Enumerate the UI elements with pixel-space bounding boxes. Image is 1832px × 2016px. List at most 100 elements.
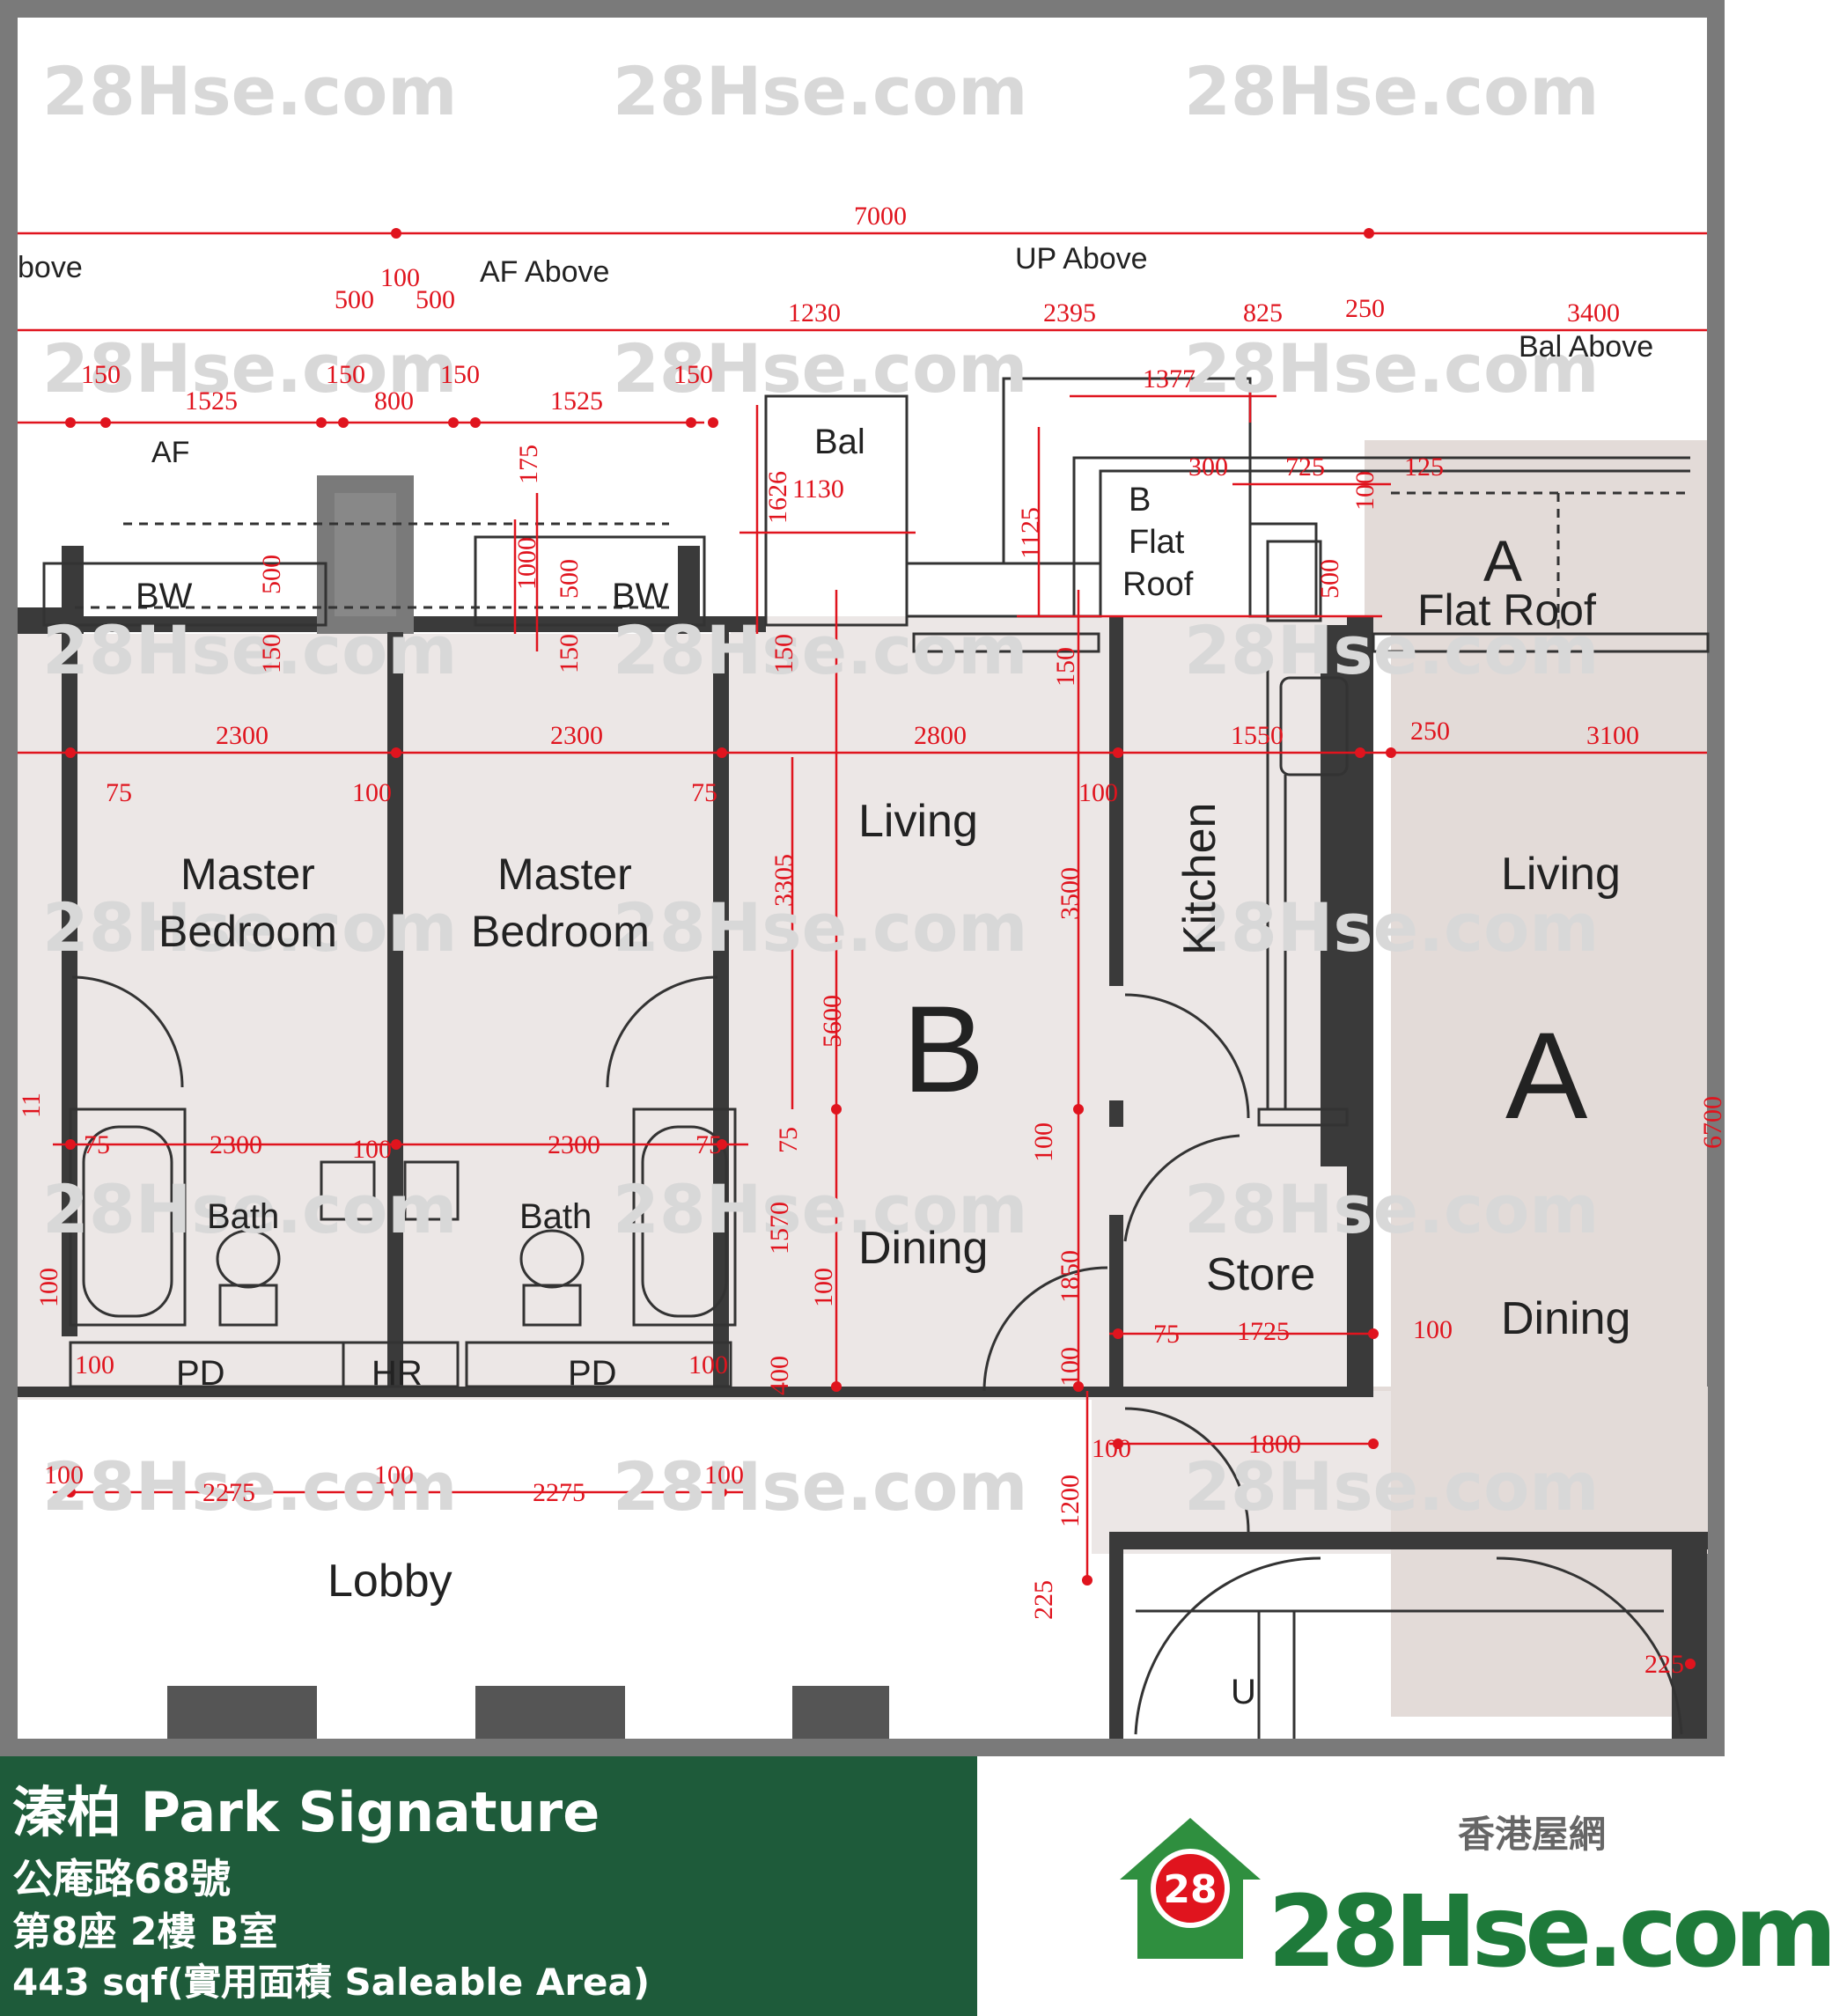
dim-1125: 1125 [1016, 507, 1045, 559]
watermark-text: 28Hse.com [1184, 329, 1599, 408]
dim-3500: 3500 [1056, 867, 1085, 920]
dim-bath-100: 100 [352, 1135, 392, 1164]
dim-1377: 1377 [1143, 364, 1196, 394]
dim-1230: 1230 [788, 298, 841, 327]
label-master-1b: Bedroom [158, 907, 337, 956]
label-unit-a: A [1505, 1006, 1588, 1144]
dim-lobby-100c: 100 [704, 1460, 744, 1490]
label-dining-a: Dining [1501, 1293, 1630, 1344]
label-living-b: Living [858, 796, 978, 847]
dim-3100: 3100 [1586, 721, 1639, 750]
dim-2800: 2800 [914, 721, 967, 750]
dim-150c: 150 [440, 360, 480, 389]
label-u: U [1231, 1673, 1256, 1711]
watermark-text: 28Hse.com [42, 1447, 457, 1526]
windows [42, 377, 1710, 1739]
label-dining-b: Dining [858, 1223, 988, 1274]
watermark-text: 28Hse.com [613, 888, 1027, 967]
dim-1000: 1000 [512, 537, 541, 590]
label-bw-left: BW [136, 577, 193, 615]
dim-1850: 1850 [1056, 1250, 1085, 1303]
watermark-text: 28Hse.com [42, 52, 457, 130]
dim-11: 11 [17, 1093, 46, 1118]
dim-1626: 1626 [763, 471, 792, 524]
dim-3305: 3305 [769, 854, 798, 907]
dim-bath-100v: 100 [1029, 1122, 1058, 1162]
label-master-1a: Master [180, 850, 315, 899]
dim-500-v5: 500 [1315, 559, 1344, 599]
dim-500-v2: 500 [555, 559, 584, 599]
watermark-text: 28Hse.com [1184, 611, 1599, 689]
dim-1800: 1800 [1248, 1430, 1301, 1459]
label-bath-1: Bath [207, 1197, 279, 1236]
plan-frame: 28Hse.com 28Hse.com 28Hse.com 28Hse.com … [0, 0, 1727, 1756]
dim-bath-75a: 75 [84, 1130, 110, 1159]
label-store: Store [1206, 1249, 1315, 1300]
dim-250b: 250 [1410, 717, 1450, 746]
dim-1550: 1550 [1231, 721, 1284, 750]
label-unit-b: B [902, 980, 984, 1118]
watermark-text: 28Hse.com [613, 1170, 1027, 1248]
dim-pd-100a: 100 [75, 1350, 114, 1380]
dim-825: 825 [1243, 298, 1283, 327]
dim-bath-2300b: 2300 [548, 1130, 600, 1159]
dim-150-v3: 150 [769, 634, 798, 673]
estate-address: 公庵路68號 [12, 1855, 232, 1902]
floor-plan: 28Hse.com 28Hse.com 28Hse.com 28Hse.com … [17, 18, 1727, 1739]
dim-bath-2300a: 2300 [210, 1130, 262, 1159]
label-a-flat-roof: Flat Roof [1417, 585, 1596, 635]
dim-100c: 100 [809, 1268, 838, 1307]
watermark-text: 28Hse.com [1184, 52, 1599, 130]
dim-2300b: 2300 [550, 721, 603, 750]
label-hr: HR [372, 1354, 423, 1393]
label-master-2b: Bedroom [471, 907, 650, 956]
dim-250: 250 [1345, 294, 1385, 323]
watermark-text: 28Hse.com [1184, 1170, 1599, 1248]
label-bal-above: Bal Above [1519, 330, 1653, 364]
dim-corr-100: 100 [1092, 1434, 1131, 1463]
watermark-text: 28Hse.com [42, 611, 457, 689]
label-af: AF [151, 436, 189, 469]
label-roof: Roof [1122, 566, 1194, 603]
dim-150-v4: 150 [1051, 647, 1080, 687]
logo-badge: 28 [1163, 1867, 1217, 1912]
logo-panel [977, 1756, 1725, 2016]
label-up-above: UP Above [1015, 242, 1148, 276]
dim-100b: 100 [1078, 778, 1118, 807]
dim-lobby-100a: 100 [44, 1460, 84, 1490]
label-bal: Bal [814, 423, 865, 461]
dim-2395: 2395 [1043, 298, 1096, 327]
label-af-above: AF Above [480, 255, 609, 289]
footer-info-panel [0, 1756, 1043, 2016]
dim-100-bal: 100 [1350, 471, 1380, 511]
dim-400: 400 [765, 1356, 794, 1395]
dim-100e: 100 [34, 1268, 63, 1307]
watermark-text: 28Hse.com [1184, 888, 1599, 967]
dim-150a: 150 [81, 360, 121, 389]
dim-125: 125 [1404, 452, 1444, 482]
dim-6700: 6700 [1698, 1096, 1727, 1149]
dimension-lines [18, 232, 1707, 1585]
watermarks: 28Hse.com 28Hse.com 28Hse.com 28Hse.com … [42, 52, 1599, 1526]
floor-areas [18, 440, 1708, 1717]
watermark-text: 28Hse.com [613, 329, 1027, 408]
dim-150d: 150 [673, 360, 713, 389]
walls [18, 475, 1708, 1739]
dim-3400: 3400 [1567, 298, 1620, 327]
dim-pd-100b: 100 [688, 1350, 728, 1380]
watermark-text: 28Hse.com [1184, 1447, 1599, 1526]
label-above: bove [18, 251, 83, 284]
label-flat: Flat [1129, 524, 1185, 561]
watermark-text: 28Hse.com [613, 1447, 1027, 1526]
logo-text: 28Hse.com [1268, 1875, 1832, 1990]
dim-2275b: 2275 [533, 1478, 585, 1507]
dim-500b: 500 [416, 285, 455, 314]
dim-725: 725 [1285, 452, 1325, 482]
watermark-text: 28Hse.com [613, 52, 1027, 130]
dim-top-total: 7000 [854, 202, 907, 231]
dim-150b: 150 [326, 360, 365, 389]
label-pd-2: PD [568, 1354, 617, 1393]
label-bw-right: BW [612, 577, 669, 615]
dim-100: 100 [380, 263, 420, 292]
